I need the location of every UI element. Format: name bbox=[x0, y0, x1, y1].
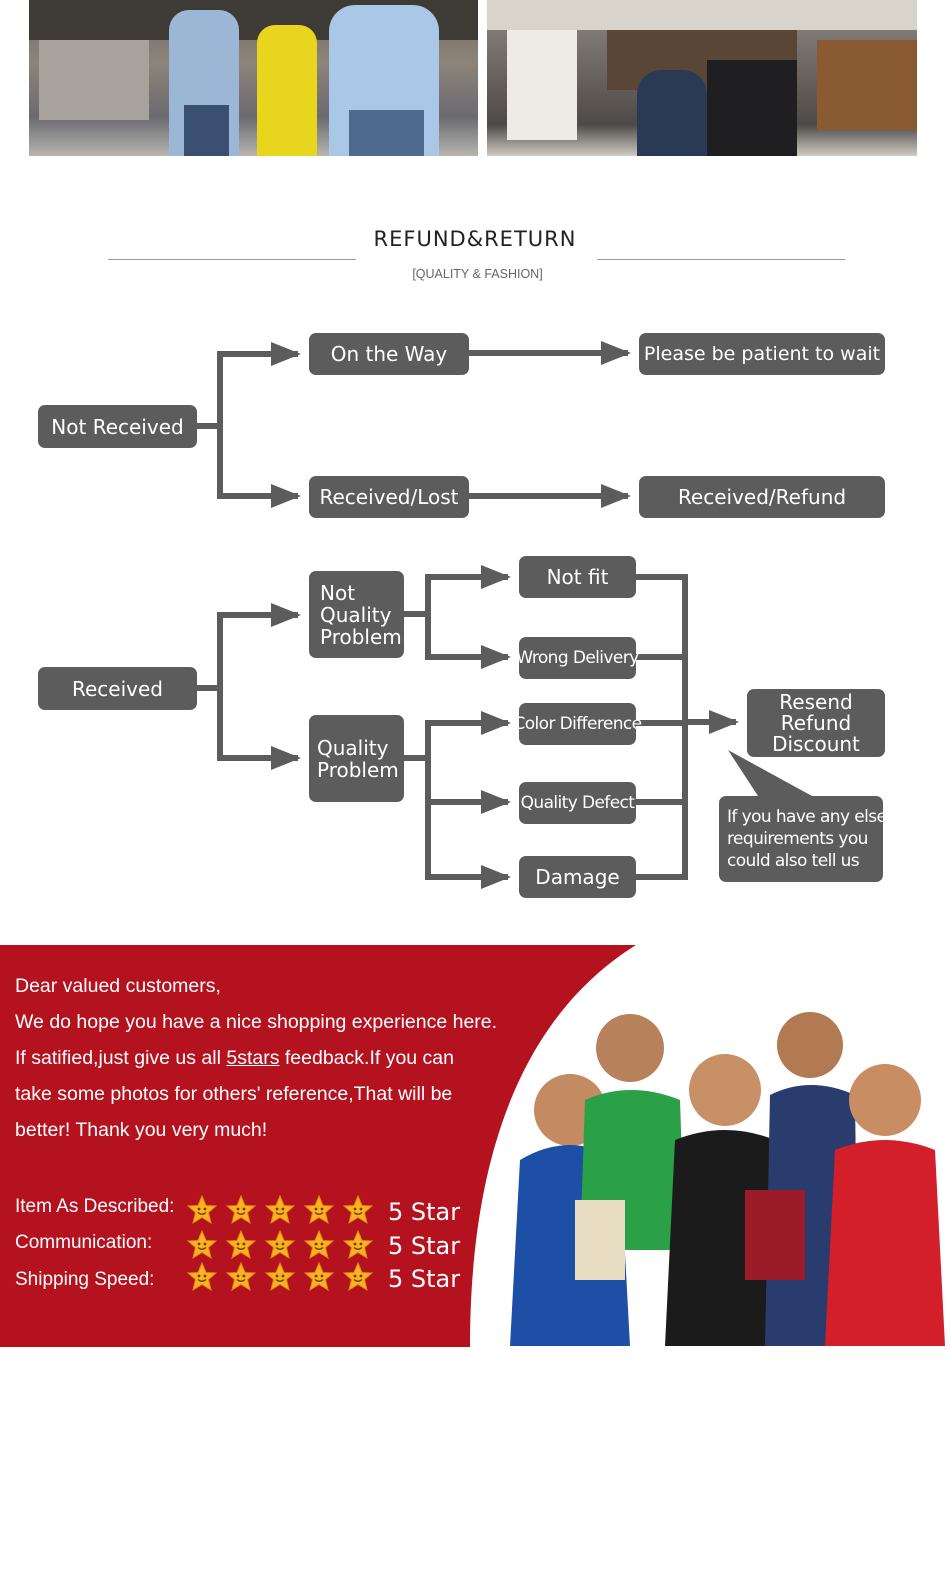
resolution-line-1: Resend bbox=[779, 689, 853, 714]
qp-line-2: Problem bbox=[317, 757, 399, 782]
box-damage: Damage bbox=[519, 856, 636, 898]
note-pointer bbox=[728, 750, 812, 796]
nqp-line-2: Quality bbox=[320, 602, 392, 627]
note-line-3: could also tell us bbox=[727, 851, 860, 871]
rating-value-shipping: 5 Star bbox=[388, 1265, 461, 1293]
connector-qp-mid bbox=[425, 758, 511, 814]
section-title: REFUND&RETURN bbox=[373, 227, 577, 251]
smiley-star-icon bbox=[304, 1262, 334, 1292]
connector-qp-lower bbox=[425, 802, 511, 889]
note-line-2: requirements you bbox=[727, 829, 868, 849]
smiley-star-icon bbox=[226, 1230, 256, 1260]
connector-qp bbox=[404, 711, 511, 761]
message-line-3-end: feedback.If you can bbox=[279, 1047, 454, 1069]
box-resolution: Resend Refund Discount bbox=[747, 689, 885, 757]
box-note: If you have any else requirements you co… bbox=[719, 796, 887, 882]
connector-received bbox=[197, 603, 301, 691]
smiley-star-icon bbox=[343, 1230, 373, 1260]
smiley-star-icon bbox=[343, 1262, 373, 1292]
message-line-2: We do hope you have a nice shopping expe… bbox=[15, 1011, 498, 1033]
message-line-3-start: If satified,just give us all bbox=[15, 1047, 227, 1069]
box-not-quality-problem: Not Quality Problem bbox=[309, 571, 404, 658]
nqp-line-1: Not bbox=[320, 580, 356, 605]
nqp-line-3: Problem bbox=[320, 624, 402, 649]
smiley-star-icon bbox=[187, 1262, 217, 1292]
smiley-star-icon bbox=[187, 1195, 217, 1225]
trade-show-photo-left bbox=[29, 0, 478, 156]
happy-customers-photo bbox=[480, 990, 950, 1346]
box-received-refund: Received/Refund bbox=[639, 476, 885, 518]
smiley-star-icon bbox=[304, 1195, 334, 1225]
smiley-star-icon bbox=[304, 1230, 334, 1260]
feedback-red-band bbox=[0, 945, 636, 1347]
rating-value-item: 5 Star bbox=[388, 1198, 461, 1226]
smiley-star-icon bbox=[343, 1195, 373, 1225]
box-quality-defect: Quality Defect bbox=[519, 782, 636, 824]
connector-nqp bbox=[404, 565, 511, 617]
box-not-fit: Not fit bbox=[519, 556, 636, 598]
smiley-star-icon bbox=[265, 1195, 295, 1225]
note-line-1: If you have any else bbox=[727, 807, 887, 827]
box-not-received: Not Received bbox=[38, 405, 197, 448]
smiley-star-icon bbox=[265, 1262, 295, 1292]
five-stars-link[interactable]: 5stars bbox=[226, 1047, 280, 1069]
rating-label-item: Item As Described: bbox=[15, 1196, 175, 1217]
box-color-difference: Color Difference bbox=[513, 703, 642, 745]
resolution-line-2: Refund bbox=[780, 710, 852, 735]
heading-rule-right bbox=[597, 259, 845, 260]
connector-nqp-lower bbox=[425, 614, 511, 669]
smiley-star-icon bbox=[265, 1230, 295, 1260]
smiley-star-icon bbox=[226, 1262, 256, 1292]
message-line-5: better! Thank you very much! bbox=[15, 1119, 268, 1141]
connector-not-received-lower bbox=[217, 426, 301, 508]
message-line-1: Dear valued customers, bbox=[15, 975, 221, 997]
rating-label-communication: Communication: bbox=[15, 1232, 153, 1253]
box-wrong-delivery: Wrong Delivery bbox=[516, 637, 639, 679]
box-received-lost: Received/Lost bbox=[309, 476, 469, 518]
box-on-the-way: On the Way bbox=[309, 333, 469, 375]
rating-value-communication: 5 Star bbox=[388, 1232, 461, 1260]
message-line-4: take some photos for others' reference,T… bbox=[15, 1083, 453, 1105]
rating-label-shipping: Shipping Speed: bbox=[15, 1269, 155, 1290]
section-subtitle: [QUALITY & FASHION] bbox=[412, 267, 543, 281]
connector-received-lower bbox=[217, 688, 301, 770]
box-please-wait: Please be patient to wait bbox=[639, 333, 885, 375]
box-received: Received bbox=[38, 667, 197, 710]
smiley-star-icon bbox=[187, 1230, 217, 1260]
message-line-3: If satified,just give us all 5stars feed… bbox=[15, 1047, 454, 1070]
connector-bus bbox=[636, 574, 688, 880]
smiley-star-icon bbox=[226, 1195, 256, 1225]
qp-line-1: Quality bbox=[317, 735, 389, 760]
resolution-line-3: Discount bbox=[772, 731, 860, 756]
trade-show-photo-right bbox=[487, 0, 917, 156]
heading-rule-left bbox=[108, 259, 356, 260]
connector-not-received bbox=[197, 342, 301, 429]
box-quality-problem: Quality Problem bbox=[309, 715, 404, 802]
